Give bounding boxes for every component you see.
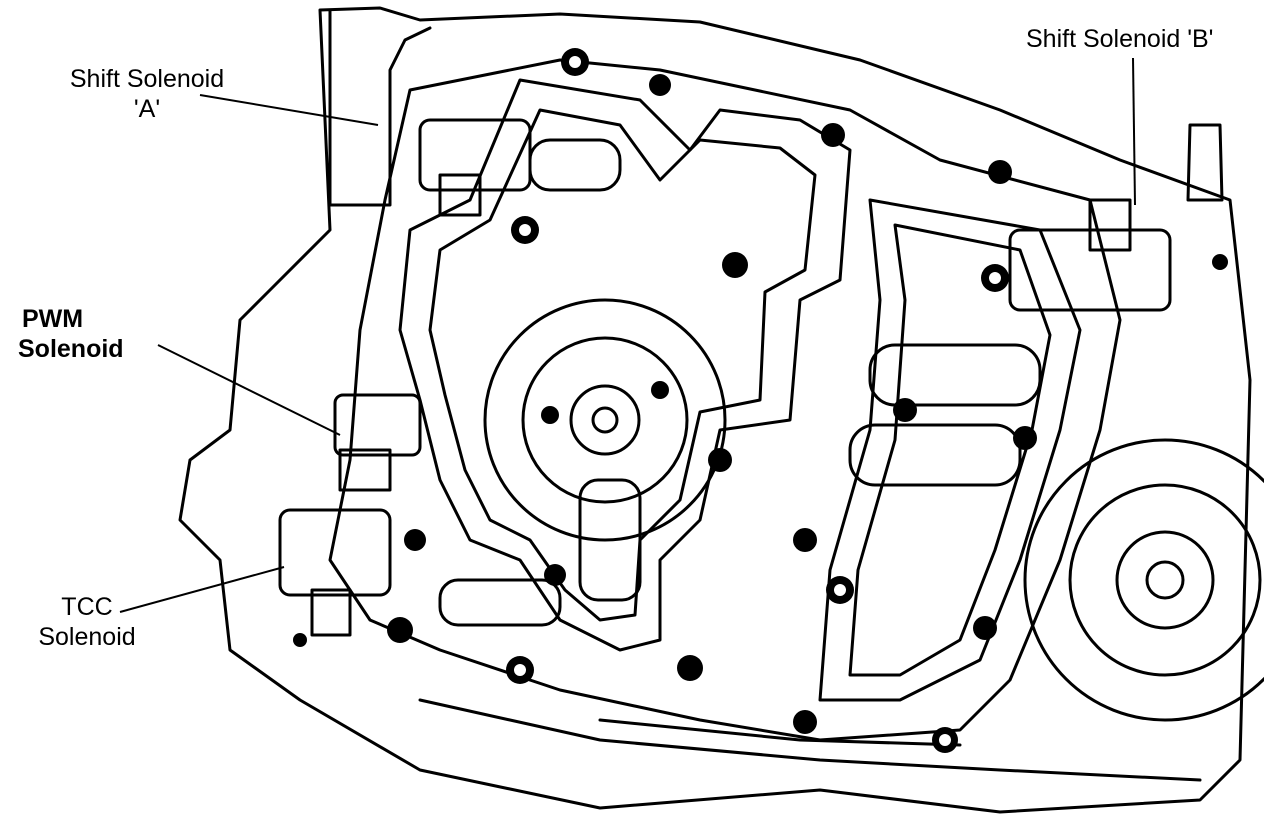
valve-spool-4: [438, 578, 562, 627]
valve-body-plate: [328, 58, 1122, 742]
gasket-passage-outer: [398, 78, 852, 652]
tcc-solenoid-label: TCC Solenoid: [22, 592, 152, 652]
pwm-solenoid-label-line1: PWM: [22, 305, 84, 333]
bolt: [821, 123, 845, 147]
bolt: [793, 528, 817, 552]
accumulator-center: [591, 406, 619, 434]
leader-shift-a: [199, 94, 379, 126]
bolt: [651, 381, 669, 399]
pwm-solenoid-body: [333, 393, 422, 457]
transmission-case-outline: [178, 6, 1252, 814]
bolt: [793, 710, 817, 734]
bolt: [1212, 254, 1228, 270]
pan-edge: [418, 698, 1202, 782]
accumulator-outer: [483, 298, 727, 542]
bolt: [387, 617, 413, 643]
valve-spool-3: [848, 423, 1022, 487]
upper-bracket: [328, 8, 432, 207]
leader-pwm: [157, 344, 341, 436]
bolt: [649, 74, 671, 96]
tcc-connector: [310, 588, 352, 637]
bolt: [893, 398, 917, 422]
bolt: [1013, 426, 1037, 450]
shift-solenoid-a-body: [418, 118, 532, 192]
pan-edge-2: [598, 718, 962, 747]
bolt: [677, 655, 703, 681]
accumulator-mid: [521, 336, 689, 504]
bolt: [404, 529, 426, 551]
accumulator-inner: [569, 384, 641, 456]
stud: [1186, 123, 1224, 202]
bolt: [293, 633, 307, 647]
bolt: [708, 448, 732, 472]
pwm-solenoid-tip: [338, 448, 392, 492]
leader-tcc: [119, 566, 285, 613]
shift-solenoid-a-label: Shift Solenoid 'A': [52, 64, 242, 124]
bolt: [973, 616, 997, 640]
valve-spool-5: [578, 478, 642, 602]
valve-spool-2: [868, 343, 1042, 407]
pwm-solenoid-label: PWM Solenoid: [18, 304, 124, 364]
bolt: [722, 252, 748, 278]
shift-solenoid-b-connector: [1088, 198, 1132, 252]
output-housing-mid: [1068, 483, 1262, 677]
leader-shift-b: [1132, 57, 1136, 206]
right-passage: [818, 198, 1082, 702]
shift-solenoid-a-tip: [438, 173, 482, 217]
tcc-solenoid-label-line1: TCC: [61, 593, 113, 621]
pwm-solenoid-label-line2: Solenoid: [18, 335, 124, 363]
gasket-passage-inner: [428, 108, 817, 622]
output-housing-inner: [1115, 530, 1215, 630]
bolt: [541, 406, 559, 424]
valve-spool-1: [528, 138, 622, 192]
tcc-solenoid-body: [278, 508, 392, 597]
bolt: [544, 564, 566, 586]
output-shaft: [1145, 560, 1185, 600]
tcc-solenoid-label-line2: Solenoid: [38, 623, 136, 651]
output-housing-outer: [1023, 438, 1264, 722]
bolt: [988, 160, 1012, 184]
shift-solenoid-b-label: Shift Solenoid 'B': [1026, 25, 1214, 53]
shift-solenoid-a-label-line2: 'A': [133, 95, 161, 123]
shift-solenoid-a-label-line1: Shift Solenoid: [69, 65, 225, 93]
